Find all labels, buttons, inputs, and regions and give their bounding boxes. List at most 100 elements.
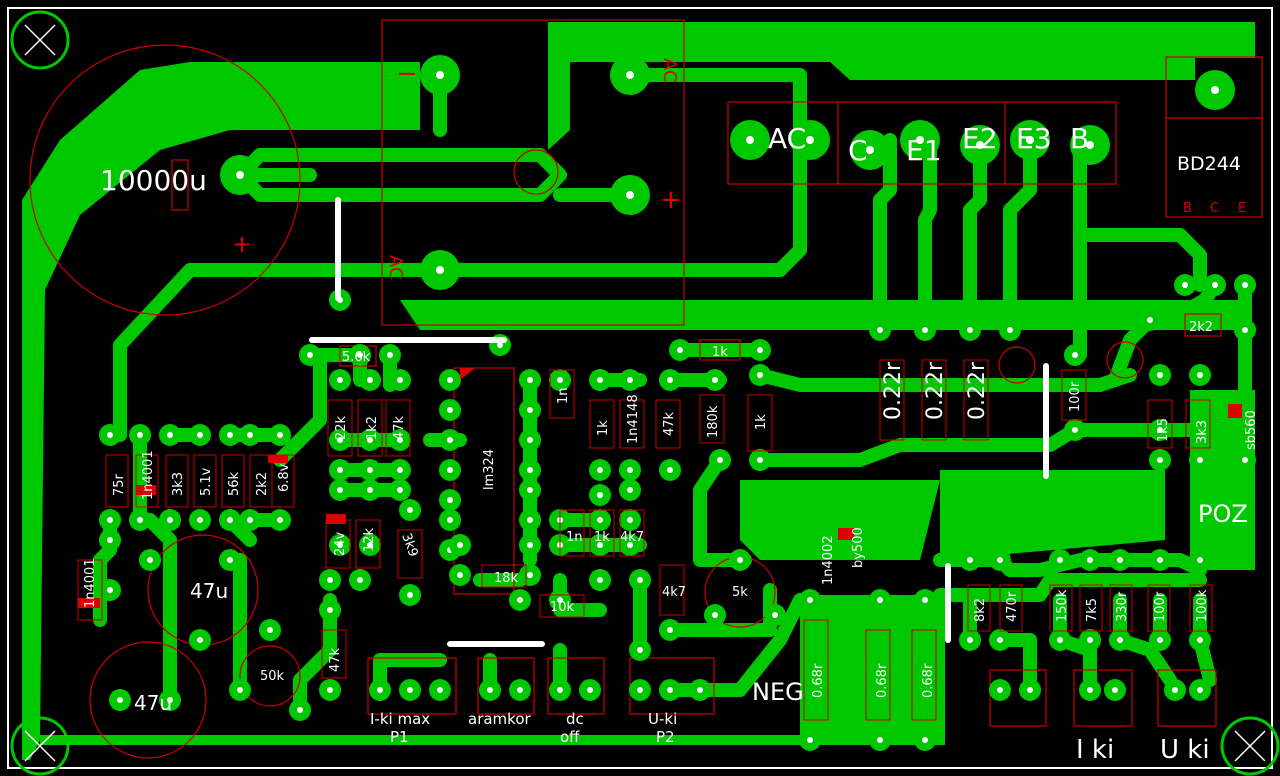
label-p-dc: dc — [566, 710, 584, 728]
drill-hole — [1086, 141, 1094, 149]
board-outline — [7, 7, 1273, 769]
label-r-022-2: 0.22r — [923, 361, 948, 420]
drill-hole — [877, 327, 883, 333]
drill-hole — [1197, 637, 1203, 643]
drill-hole — [327, 577, 333, 583]
drill-hole — [587, 687, 593, 693]
label-pot-50k: 50k — [260, 669, 285, 684]
drill-hole — [1117, 557, 1123, 563]
drill-hole — [436, 266, 444, 274]
drill-hole — [667, 687, 673, 693]
drill-hole — [677, 347, 683, 353]
drill-hole — [737, 557, 743, 563]
mounting-hole-crosses — [24, 24, 1266, 762]
drill-hole — [1197, 687, 1203, 693]
mounting-hole-bottom-right — [1220, 716, 1280, 776]
drill-hole — [527, 407, 533, 413]
label-r-1k-top: 1k — [712, 345, 728, 360]
drill-hole — [712, 377, 718, 383]
drill-hole — [967, 637, 973, 643]
drill-hole — [807, 737, 813, 743]
drill-hole — [247, 517, 253, 523]
label-r-2k2-left: 2k2 — [255, 472, 270, 496]
label-conn-ac: AC — [768, 122, 806, 155]
label-conn-b: B — [1070, 122, 1089, 155]
drill-hole — [227, 432, 233, 438]
drill-hole — [527, 542, 533, 548]
label-r-150k: 150k — [1055, 589, 1070, 622]
drill-hole — [967, 327, 973, 333]
drill-hole — [976, 141, 984, 149]
drill-hole — [877, 737, 883, 743]
label-sb560: sb560 — [1244, 410, 1259, 450]
drill-hole — [1197, 372, 1203, 378]
drill-hole — [527, 377, 533, 383]
label-r-3k3-right: 3k3 — [1195, 420, 1210, 444]
label-d-by500: by500 — [851, 527, 866, 568]
drill-hole — [447, 377, 453, 383]
label-p-p1: P1 — [390, 728, 409, 746]
label-p-p2: P2 — [656, 728, 675, 746]
label-r-5-6k: 5.6k — [342, 350, 371, 365]
label-z-24v: 24v — [333, 531, 348, 556]
label-r-100k: 100k — [1195, 589, 1210, 622]
drill-hole — [1117, 637, 1123, 643]
drill-hole — [267, 627, 273, 633]
label-r-75r: 75r — [112, 473, 127, 496]
label-r-1k-a: 1k — [596, 420, 611, 436]
drill-hole — [627, 467, 633, 473]
label-r-1k-c: 1k — [594, 530, 610, 545]
drill-hole — [137, 517, 143, 523]
drill-hole — [627, 487, 633, 493]
drill-hole — [967, 557, 973, 563]
drill-hole — [597, 377, 603, 383]
drill-hole — [757, 457, 763, 463]
drill-hole — [637, 687, 643, 693]
drill-hole — [1172, 687, 1178, 693]
drill-hole — [1157, 372, 1163, 378]
pads — [99, 55, 1256, 751]
drill-hole — [697, 687, 703, 693]
drill-hole — [337, 487, 343, 493]
drill-hole — [1007, 327, 1013, 333]
drill-hole — [277, 432, 283, 438]
label-p-iki-max: I-ki max — [370, 710, 430, 728]
drill-hole — [357, 577, 363, 583]
drill-hole — [517, 597, 523, 603]
label-r-47k-c: 47k — [328, 647, 343, 672]
label-r-22k: 22k — [334, 415, 349, 440]
jumper-wires — [309, 197, 1049, 647]
drill-hole — [712, 612, 718, 618]
label-pin-e: E — [1238, 201, 1246, 216]
drill-hole — [922, 327, 928, 333]
drill-hole — [1157, 427, 1163, 433]
label-d-1n4002: 1n4002 — [821, 535, 836, 585]
drill-hole — [1157, 637, 1163, 643]
label-pin-b: B — [1183, 201, 1192, 216]
drill-hole — [147, 557, 153, 563]
label-z-5-1v: 5.1v — [199, 467, 214, 496]
label-r-100r-bot: 100r — [1153, 591, 1168, 622]
drill-hole — [527, 487, 533, 493]
drill-hole — [1072, 352, 1078, 358]
label-pin-c: C — [1210, 201, 1219, 216]
drill-hole — [1242, 282, 1248, 288]
drill-hole — [997, 637, 1003, 643]
drill-hole — [627, 517, 633, 523]
drill-hole — [597, 467, 603, 473]
label-r-18k: 18k — [494, 571, 519, 586]
label-d-1n4001-b: 1n4001 — [83, 558, 98, 608]
label-p-off: off — [560, 728, 580, 746]
label-c-1n-b: 1n — [566, 530, 583, 545]
drill-hole — [916, 136, 924, 144]
drill-hole — [1242, 327, 1248, 333]
label-neg: NEG — [752, 678, 804, 706]
drill-hole — [397, 487, 403, 493]
drill-hole — [227, 557, 233, 563]
label-ic: lm324 — [482, 449, 497, 490]
label-r-7k5: 7k5 — [1085, 598, 1100, 622]
drill-hole — [637, 577, 643, 583]
drill-hole — [167, 432, 173, 438]
label-ac-bottom: AC — [385, 255, 406, 280]
drill-hole — [527, 437, 533, 443]
